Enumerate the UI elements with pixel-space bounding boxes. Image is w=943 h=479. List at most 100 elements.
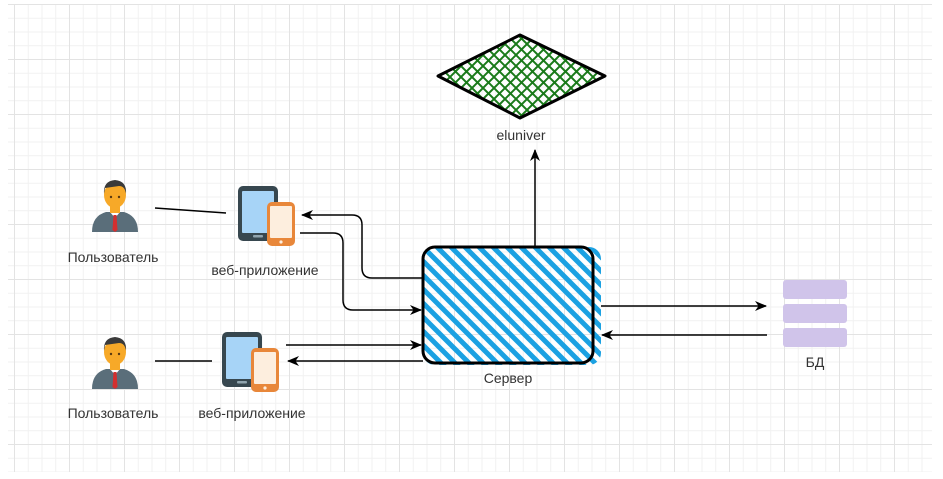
hatch-line bbox=[713, 32, 803, 122]
database-icon bbox=[783, 280, 847, 347]
hatch-line bbox=[547, 35, 605, 118]
hatch-line bbox=[614, 32, 704, 122]
hatch-line bbox=[295, 32, 385, 122]
hatch-line bbox=[801, 32, 891, 122]
hatch-line bbox=[572, 247, 601, 365]
hatch-line bbox=[423, 247, 476, 365]
hatch-line bbox=[438, 35, 441, 118]
hatch-line bbox=[856, 32, 943, 122]
hatch-line bbox=[834, 32, 924, 122]
hatch-line bbox=[502, 247, 601, 365]
edge-webapp-top-to-server[interactable] bbox=[300, 232, 422, 315]
hatch-line bbox=[614, 32, 704, 122]
hatch-line bbox=[251, 32, 341, 122]
node-user-top[interactable] bbox=[92, 180, 138, 232]
hatch-line bbox=[790, 32, 880, 122]
node-user-bottom[interactable] bbox=[92, 337, 138, 389]
hatch-line bbox=[536, 35, 605, 118]
hatch-line bbox=[446, 247, 574, 365]
hatch-line bbox=[423, 247, 518, 365]
hatch-line bbox=[262, 32, 352, 122]
hatch-line bbox=[273, 32, 363, 122]
hatch-line bbox=[207, 32, 297, 122]
hatch-line bbox=[867, 32, 943, 122]
server-shape bbox=[421, 245, 595, 365]
hatch-line bbox=[669, 32, 759, 122]
hatch-line bbox=[845, 32, 935, 122]
hatch-line bbox=[757, 32, 847, 122]
hatch-line bbox=[602, 35, 605, 118]
user-top-label: Пользователь bbox=[68, 249, 159, 265]
hatch-line bbox=[328, 32, 418, 122]
webapp-bottom-label: веб-приложение bbox=[198, 405, 305, 421]
hatch-line bbox=[768, 32, 858, 122]
hatch-line bbox=[317, 32, 407, 122]
hatch-line bbox=[580, 35, 605, 118]
hatch-line bbox=[658, 32, 748, 122]
hatch-line bbox=[481, 35, 573, 118]
hatch-line bbox=[823, 32, 913, 122]
eluniver-shape bbox=[436, 33, 607, 120]
hatch-line bbox=[735, 32, 825, 122]
hatch-line bbox=[284, 32, 374, 122]
hatch-line bbox=[878, 32, 943, 122]
hatch-line bbox=[207, 32, 297, 122]
hatch-line bbox=[768, 32, 858, 122]
hatch-line bbox=[882, 244, 943, 368]
hatch-line bbox=[834, 32, 924, 122]
hatch-line bbox=[702, 32, 792, 122]
edges bbox=[154, 149, 767, 366]
node-webapp-top[interactable] bbox=[238, 186, 295, 246]
hatch-line bbox=[757, 32, 847, 122]
hatch-line bbox=[691, 32, 781, 122]
hatch-line bbox=[840, 244, 943, 368]
hatch-line bbox=[423, 247, 434, 365]
edge-user-top-webapp-top[interactable] bbox=[154, 207, 227, 214]
hatch-line bbox=[328, 32, 418, 122]
hatch-line bbox=[867, 32, 943, 122]
hatch-line bbox=[251, 32, 341, 122]
hatch-line bbox=[423, 247, 448, 365]
hatch-line bbox=[854, 244, 943, 368]
hatch-line bbox=[779, 32, 869, 122]
server-label: Сервер bbox=[484, 370, 533, 386]
edge-server-to-webapp-top[interactable] bbox=[301, 210, 423, 279]
hatch-line bbox=[185, 32, 275, 122]
webapp-top-label: веб-приложение bbox=[211, 262, 318, 278]
hatch-line bbox=[878, 32, 943, 122]
hatch-line bbox=[516, 247, 601, 365]
hatch-line bbox=[823, 32, 913, 122]
hatch-line bbox=[174, 32, 264, 122]
node-server[interactable]: Сервер bbox=[112, 244, 943, 386]
hatch-line bbox=[317, 32, 407, 122]
hatch-line bbox=[438, 35, 463, 118]
hatch-line bbox=[625, 32, 715, 122]
hatch-line bbox=[812, 32, 902, 122]
hatch-line bbox=[423, 247, 546, 365]
hatch-line bbox=[889, 32, 943, 122]
hatch-line bbox=[262, 32, 352, 122]
hatch-line bbox=[922, 32, 943, 122]
hatch-line bbox=[544, 247, 601, 365]
hatch-line bbox=[647, 32, 737, 122]
hatch-line bbox=[790, 32, 880, 122]
hatch-line bbox=[423, 247, 462, 365]
hatch-line bbox=[438, 35, 474, 118]
eluniver-label: eluniver bbox=[496, 127, 545, 143]
devices-icon bbox=[238, 186, 295, 246]
hatch-line bbox=[474, 247, 601, 365]
hatch-line bbox=[812, 32, 902, 122]
node-eluniver[interactable]: eluniver bbox=[174, 32, 943, 143]
hatch-line bbox=[229, 32, 319, 122]
hatch-line bbox=[306, 32, 396, 122]
hatch-line bbox=[868, 244, 943, 368]
devices-icon bbox=[222, 332, 279, 392]
user-icon bbox=[92, 180, 138, 232]
node-database[interactable]: БД bbox=[783, 280, 847, 370]
hatch-line bbox=[438, 35, 463, 118]
node-webapp-bottom[interactable] bbox=[222, 332, 279, 392]
eluniver-hatch bbox=[174, 32, 943, 122]
hatch-line bbox=[306, 32, 396, 122]
hatch-line bbox=[746, 32, 836, 122]
